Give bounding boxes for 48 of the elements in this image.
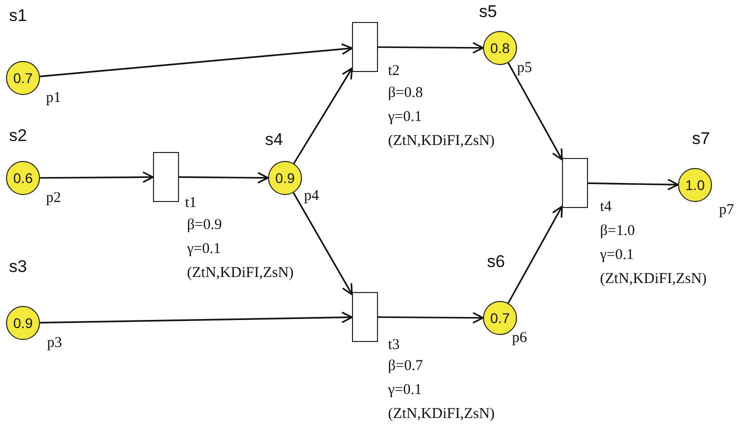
place-label: p4 [304,188,319,205]
parameter-label: γ=0.1 [388,109,422,126]
place-value: 0.9 [275,170,295,186]
place-value: 0.6 [13,170,33,186]
parameter-label: β=0.9 [187,217,222,234]
arrow [40,312,353,324]
place-name: s4 [265,130,283,150]
place-label: p2 [46,190,61,207]
place-name: s6 [487,252,505,272]
place-name: s3 [9,257,27,277]
arrow [40,43,353,78]
place-value: 1.0 [685,177,705,193]
place-value: 0.7 [13,70,33,86]
parameter-label: (ZtN,KDiFI,ZsN) [600,271,707,288]
parameter-label: β=0.8 [388,85,423,102]
arrow [292,192,353,296]
transition-label: t1 [185,195,197,212]
arrow [508,206,563,304]
arrow [378,42,484,54]
parameter-label: β=1.0 [600,223,635,240]
place-value: 0.9 [13,315,33,331]
place-label: p6 [512,330,527,347]
arrow [508,62,563,160]
transition-label: t3 [388,337,400,354]
arrow [40,171,154,183]
place-name: s1 [9,6,27,26]
parameter-label: (ZtN,KDiFI,ZsN) [187,265,294,282]
parameter-label: (ZtN,KDiFI,ZsN) [388,406,495,423]
place-value: 0.7 [490,310,510,326]
transition-label: t2 [388,63,400,80]
place-name: s7 [692,129,710,149]
place-value: 0.8 [490,40,510,56]
place-name: s2 [9,126,27,146]
place-label: p5 [517,60,532,77]
parameter-label: γ=0.1 [187,241,221,258]
parameter-label: γ=0.1 [600,247,634,264]
place-label: p3 [47,335,62,352]
arrow [588,178,679,190]
place-label: p7 [719,202,734,219]
arrow [293,68,353,164]
parameter-label: (ZtN,KDiFI,ZsN) [388,133,495,150]
transition-label: t4 [600,199,612,216]
parameter-label: β=0.7 [388,358,423,375]
arrow [179,172,269,184]
place-name: s5 [479,2,497,22]
place-label: p1 [46,90,61,107]
parameter-label: γ=0.1 [388,382,422,399]
arrow [378,312,484,324]
